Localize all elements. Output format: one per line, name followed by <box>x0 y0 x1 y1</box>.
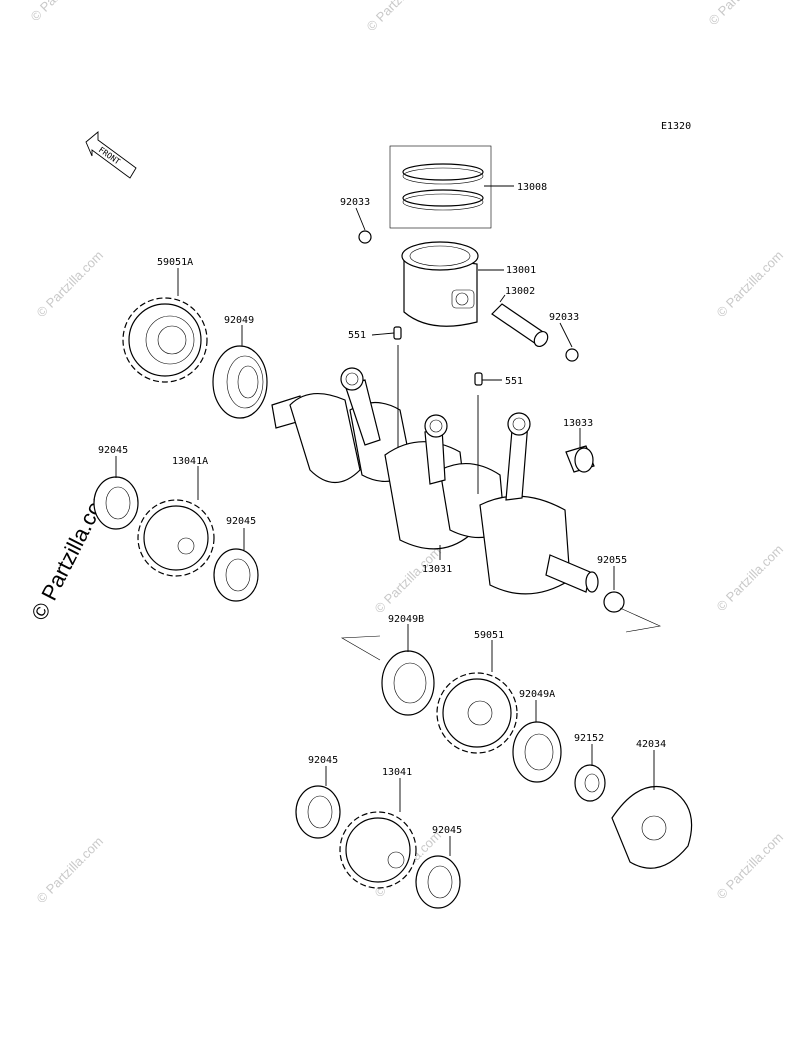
part-label: 92152 <box>574 733 604 744</box>
part-labels: 13008 92033 13001 13002 92033 551 551 59… <box>98 182 666 836</box>
part-label: 92045 <box>432 825 462 836</box>
part-label: 13002 <box>505 286 535 297</box>
circlip-icon <box>358 230 372 244</box>
o-ring-icon <box>603 591 625 613</box>
watermark: © Partzilla.com <box>714 248 787 321</box>
collar <box>574 764 606 802</box>
part-label: 92049A <box>519 689 555 700</box>
part-label: 92045 <box>226 516 256 527</box>
part-label: 13041 <box>382 767 412 778</box>
crankshaft <box>271 367 599 595</box>
piston <box>401 241 479 327</box>
watermark: © Partzilla.com <box>28 0 101 24</box>
gear-13041a <box>137 499 215 577</box>
part-label: 92049 <box>224 315 254 326</box>
leader-lines <box>115 185 662 856</box>
gear-59051a <box>122 297 208 383</box>
part-label: 551 <box>348 330 366 341</box>
gear-13041 <box>339 811 417 889</box>
part-label: 92033 <box>549 312 579 323</box>
piston-ring-set <box>389 145 492 229</box>
part-label: 13041A <box>172 456 208 467</box>
ball-bearing <box>93 476 139 530</box>
watermark: © Partzilla.com <box>34 834 107 907</box>
dowel-pin-icon <box>474 372 483 386</box>
part-label: 92045 <box>98 445 128 456</box>
part-label: 13031 <box>422 564 452 575</box>
part-label: 92055 <box>597 555 627 566</box>
watermark: © Partzilla.com <box>714 542 787 615</box>
dowel-pin-icon <box>393 326 402 340</box>
circlip-icon <box>565 348 579 362</box>
part-label: 92049B <box>388 614 424 625</box>
part-label: 59051A <box>157 257 193 268</box>
watermark: © Partzilla.com <box>706 0 779 28</box>
part-label: 13001 <box>506 265 536 276</box>
oil-seal-92049 <box>212 345 268 419</box>
front-arrow: FRONT <box>85 131 137 179</box>
watermark: © Partzilla.com <box>372 544 445 617</box>
ball-bearing <box>415 855 461 909</box>
part-label: 13008 <box>517 182 547 193</box>
gear-59051 <box>436 672 518 754</box>
needle-bearing <box>565 445 595 473</box>
part-label: 59051 <box>474 630 504 641</box>
part-label: 13033 <box>563 418 593 429</box>
diagram-code: E1320 <box>661 121 691 132</box>
coupling <box>611 785 693 869</box>
part-label: 42034 <box>636 739 666 750</box>
watermark: © Partzilla.com <box>714 830 787 903</box>
oil-seal-92049b <box>381 650 435 716</box>
watermark: © Partzilla.com <box>364 0 437 34</box>
part-label: 92045 <box>308 755 338 766</box>
ball-bearing <box>213 548 259 602</box>
part-label: 92033 <box>340 197 370 208</box>
watermark: © Partzilla.com <box>34 248 107 321</box>
piston-pin <box>491 303 549 348</box>
part-label: 551 <box>505 376 523 387</box>
oil-seal-92049a <box>512 721 562 783</box>
ball-bearing <box>295 785 341 839</box>
